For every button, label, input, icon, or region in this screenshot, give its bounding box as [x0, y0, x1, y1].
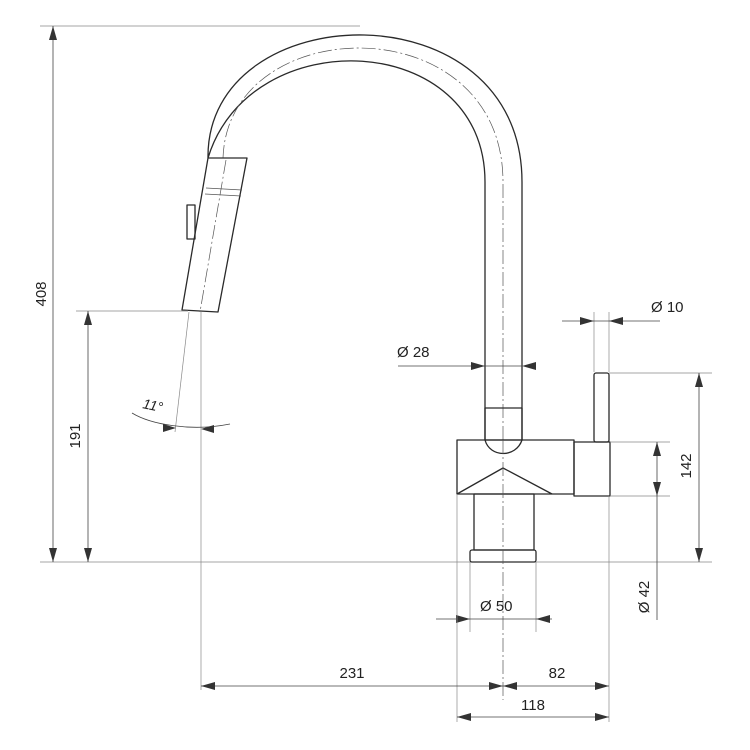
- faucet-outline: [181, 34, 611, 700]
- dim-spray-angle: 11°: [131, 311, 231, 690]
- spray-head-band: [205, 187, 243, 191]
- spout-ring: [484, 407, 523, 441]
- label-reach: 231: [339, 665, 364, 682]
- dim-pipe-diameter: Ø 28: [397, 344, 536, 370]
- spout-centerline: [222, 47, 504, 440]
- dim-overall-depth: 118: [457, 697, 609, 721]
- spout-arc: [207, 34, 523, 440]
- label-spout-height: 191: [67, 423, 84, 448]
- label-body-diameter: Ø 42: [636, 581, 653, 614]
- column: [473, 493, 535, 551]
- label-total-height: 408: [33, 281, 50, 306]
- spray-head: [181, 157, 248, 313]
- mixer-body: [456, 439, 575, 495]
- label-lever-offset: 82: [549, 665, 566, 682]
- lever-handle: [593, 372, 610, 443]
- spray-head-band-2: [204, 193, 242, 197]
- dim-total-height: 408: [33, 25, 360, 562]
- spray-button: [186, 204, 196, 240]
- dim-body-diameter: Ø 42: [610, 441, 670, 620]
- label-pipe-diameter: Ø 28: [397, 344, 430, 361]
- mixer-body-transition: [456, 439, 553, 495]
- label-lever-height: 142: [678, 453, 695, 478]
- dim-spout-height: 191: [67, 310, 188, 562]
- dim-reach: 231 82: [201, 494, 610, 722]
- label-handle-diameter: Ø 10: [651, 299, 684, 316]
- dim-base-diameter: Ø 50: [436, 562, 552, 632]
- dim-handle-diameter: Ø 10: [562, 299, 684, 372]
- label-spray-angle: 11°: [141, 395, 164, 415]
- dim-lever-height: 142: [609, 372, 712, 562]
- label-overall-depth: 118: [521, 697, 545, 714]
- spray-centerline: [199, 159, 227, 313]
- label-base-diameter: Ø 50: [480, 598, 513, 615]
- lever-cartridge: [573, 441, 611, 497]
